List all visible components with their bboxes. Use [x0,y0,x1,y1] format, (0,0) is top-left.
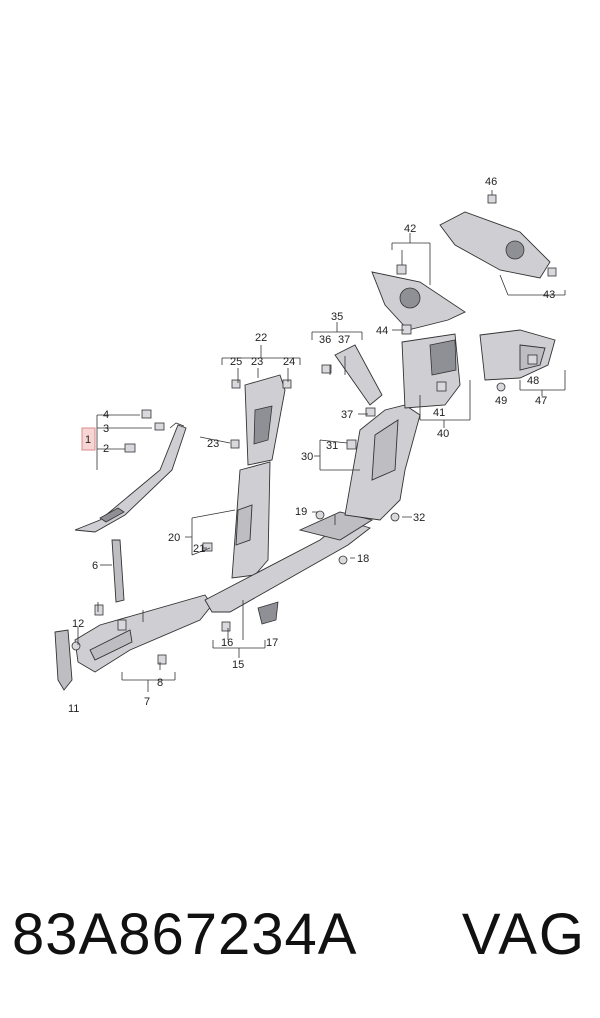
screw-12 [71,641,81,651]
callout-25: 25 [230,356,242,368]
callout-23-side: 23 [207,438,219,450]
callout-15: 15 [232,659,244,671]
a-pillar-clips [124,409,165,453]
callout-41: 41 [433,407,445,419]
a-pillar-trim [74,422,187,533]
b-pillar-upper-trim [230,374,292,466]
callout-44: 44 [376,325,388,337]
speaker-housing-42 [371,264,466,335]
strip-part-6 [111,539,125,603]
callout-2: 2 [103,443,109,455]
callout-12: 12 [72,618,84,630]
rear-bracket-46 [439,194,557,279]
callout-48: 48 [527,375,539,387]
front-sill-trim [74,594,213,673]
callout-7: 7 [144,696,150,708]
callout-30: 30 [301,451,313,463]
callout-6: 6 [92,560,98,572]
callout-47: 47 [535,395,547,407]
callout-40: 40 [437,428,449,440]
rear-sill-trim [204,510,400,632]
callout-36: 36 [319,334,331,346]
bracket-part-11 [54,629,73,691]
callout-21: 21 [193,543,205,555]
callout-43: 43 [543,289,555,301]
callout-1: 1 [85,434,91,446]
callout-37-side: 37 [341,409,353,421]
callout-22: 22 [255,332,267,344]
footer: 83A867234A VAG [0,895,600,975]
callout-31: 31 [326,440,338,452]
callout-23-top: 23 [251,356,263,368]
callout-11: 11 [68,703,79,715]
rear-side-panel-47 [479,329,556,392]
callout-42: 42 [404,223,416,235]
part-number: 83A867234A [12,902,358,967]
callout-49: 49 [495,395,507,407]
callout-brackets [77,190,566,692]
callout-19: 19 [295,506,307,518]
panel-part-40 [401,333,461,409]
callout-20: 20 [168,532,180,544]
c-pillar-trim [344,404,421,521]
b-pillar-lower-trim [202,461,271,579]
callout-4: 4 [103,409,109,421]
callout-35: 35 [331,311,343,323]
callout-16: 16 [221,637,233,649]
callout-17: 17 [266,637,278,649]
brand-name: VAG [461,902,586,967]
callout-labels: 1 2 3 4 6 7 8 11 12 15 16 17 18 19 20 21… [68,176,555,715]
highlight-box [81,427,96,451]
callout-18: 18 [357,553,369,565]
callout-3: 3 [103,423,109,435]
callout-32: 32 [413,512,425,524]
callout-37-top: 37 [338,334,350,346]
trim-part-35 [321,344,383,406]
callout-8: 8 [157,677,163,689]
callout-24: 24 [283,356,295,368]
callout-46: 46 [485,176,497,188]
